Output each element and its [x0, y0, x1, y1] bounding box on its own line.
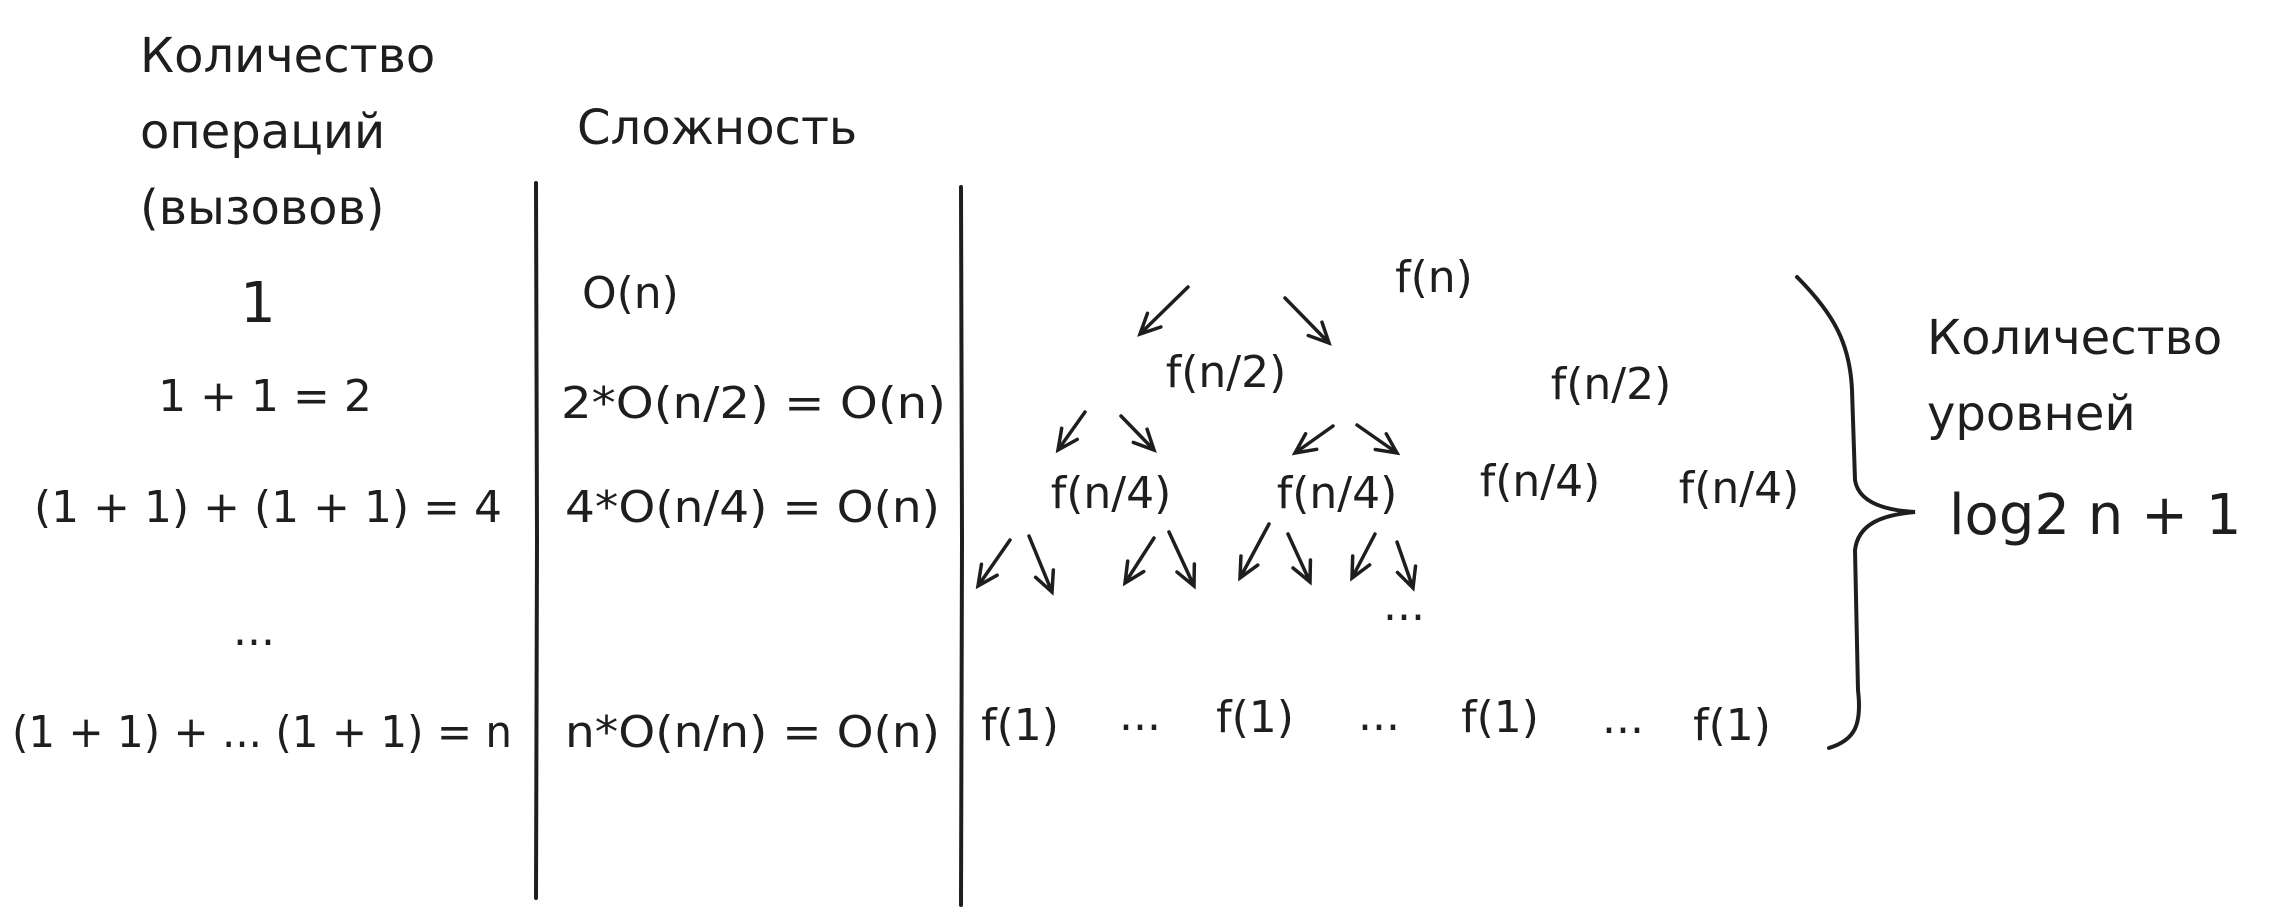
tree-leaf-ellipsis: ...: [1602, 693, 1644, 744]
tree-leaf: f(1): [981, 700, 1059, 751]
tree-node-level2: f(n/4): [1480, 456, 1601, 507]
tree-leaf: f(1): [1461, 692, 1539, 743]
operations-row: ...: [233, 605, 275, 656]
complexity-row: n*O(n/n) = O(n): [565, 707, 940, 758]
complexity-row: 2*O(n/2) = O(n): [561, 378, 946, 429]
arrow-icon: [1055, 410, 1087, 454]
curly-brace: [1795, 275, 1916, 750]
tree-node-level2: f(n/4): [1679, 463, 1800, 514]
levels-formula: log2 n + 1: [1949, 483, 2241, 548]
levels-label-line2: уровней: [1927, 386, 2136, 442]
operations-header-line1: Количество: [140, 28, 435, 84]
column-divider: [959, 185, 965, 907]
arrow-icon: [1137, 285, 1190, 337]
tree-leaf: f(1): [1693, 700, 1771, 751]
tree-ellipsis: ...: [1383, 580, 1425, 631]
complexity-row: O(n): [582, 268, 679, 319]
arrow-icon: [1238, 522, 1271, 582]
tree-node-level1: f(n/2): [1166, 347, 1287, 398]
arrow-icon: [1027, 534, 1056, 596]
arrow-icon: [1291, 424, 1335, 456]
operations-row: 1: [240, 271, 276, 336]
tree-leaf: f(1): [1216, 692, 1294, 743]
tree-leaf-ellipsis: ...: [1358, 690, 1400, 741]
arrow-icon: [1283, 296, 1332, 346]
arrow-icon: [1286, 532, 1313, 586]
column-divider: [534, 181, 540, 900]
arrow-icon: [1350, 532, 1377, 582]
tree-node-level2: f(n/4): [1051, 468, 1172, 519]
operations-header-line2: операций: [140, 104, 385, 160]
complexity-row: 4*O(n/4) = O(n): [565, 482, 940, 533]
tree-node-level1: f(n/2): [1551, 359, 1672, 410]
tree-arrows: [975, 285, 1418, 596]
arrow-icon: [1167, 530, 1197, 590]
operations-row: 1 + 1 = 2: [158, 371, 372, 422]
operations-header-line3: (вызовов): [140, 180, 384, 236]
arrow-icon: [1119, 414, 1157, 453]
tree-node-level2: f(n/4): [1277, 468, 1398, 519]
arrow-icon: [975, 538, 1012, 590]
complexity-header: Сложность: [577, 100, 857, 156]
operations-row: (1 + 1) + (1 + 1) = 4: [34, 482, 502, 533]
arrow-icon: [1395, 540, 1418, 592]
arrow-icon: [1122, 536, 1156, 587]
tree-leaf-ellipsis: ...: [1119, 690, 1161, 741]
tree-node-root: f(n): [1395, 252, 1473, 303]
levels-label-line1: Количество: [1927, 310, 2222, 366]
arrow-icon: [1355, 423, 1401, 456]
operations-row: (1 + 1) + ... (1 + 1) = n: [12, 707, 512, 758]
